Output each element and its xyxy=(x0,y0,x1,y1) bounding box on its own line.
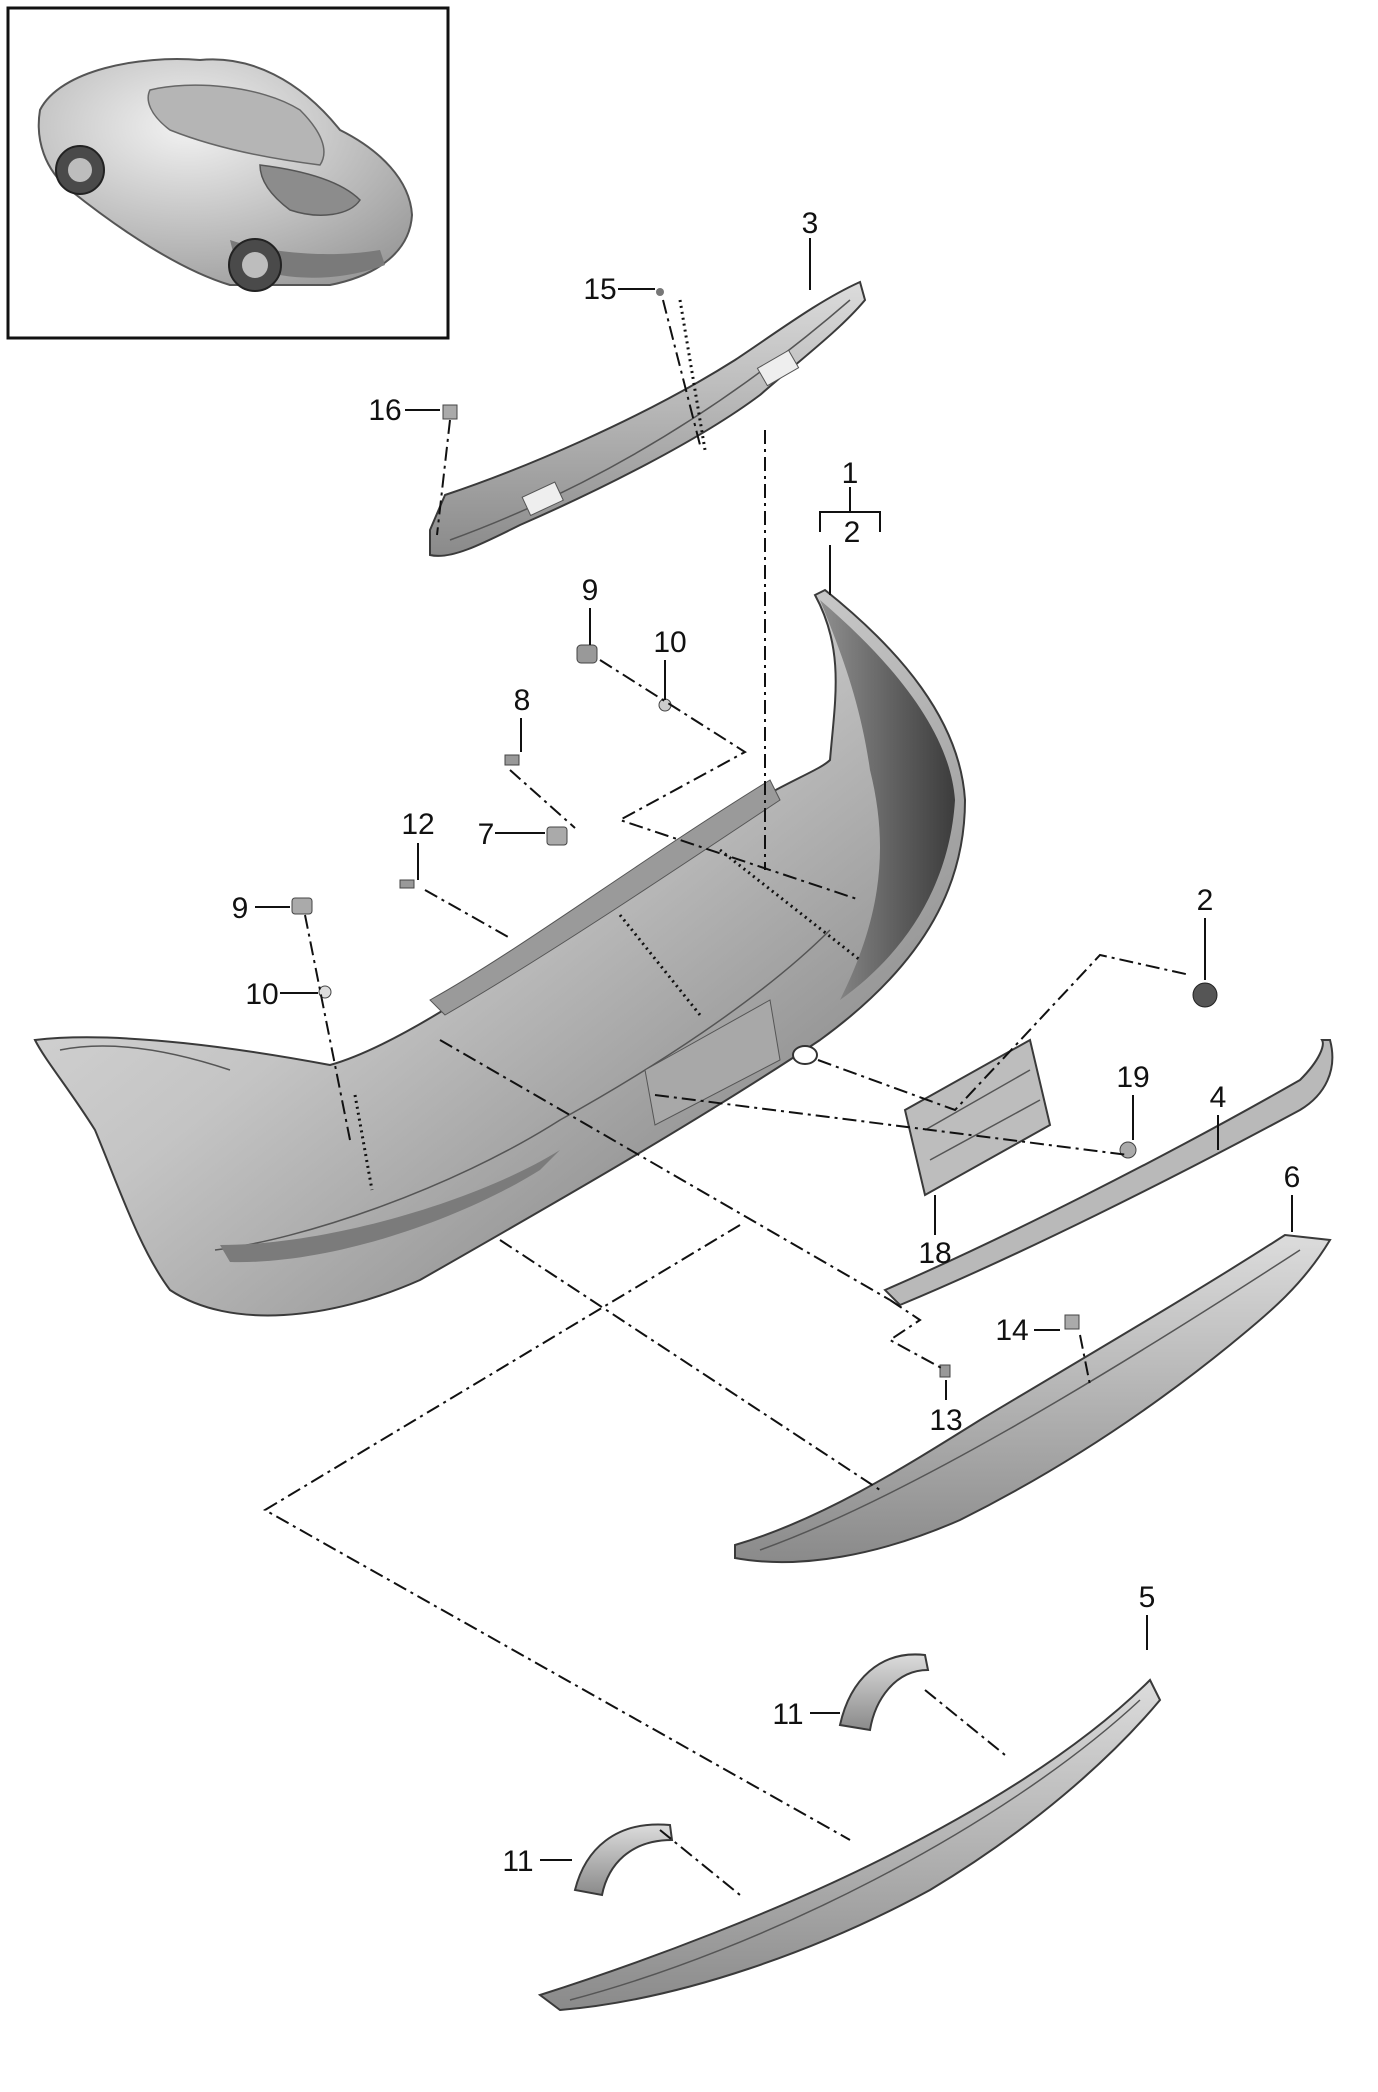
callout-13: 13 xyxy=(929,1404,962,1437)
reflector-strip xyxy=(883,1039,1334,1307)
callout-16: 16 xyxy=(368,394,401,427)
arch-liner-lower xyxy=(573,1823,674,1897)
fasteners xyxy=(291,288,1218,1378)
callout-9-left: 9 xyxy=(232,892,249,925)
callout-7: 7 xyxy=(478,818,495,851)
callout-6: 6 xyxy=(1284,1161,1301,1194)
callout-8: 8 xyxy=(514,684,531,717)
leader-lines xyxy=(255,238,1293,1861)
callout-3: 3 xyxy=(802,207,819,240)
upper-trim-panel xyxy=(429,280,867,557)
callout-5: 5 xyxy=(1139,1581,1156,1614)
rear-diffuser xyxy=(537,1678,1162,2012)
callout-10-left: 10 xyxy=(245,978,278,1011)
callout-9-top: 9 xyxy=(582,574,599,607)
callout-12: 12 xyxy=(401,808,434,841)
callout-4: 4 xyxy=(1210,1081,1227,1114)
callout-1: 1 xyxy=(842,457,859,490)
callout-labels: 3 15 16 1 2 9 10 8 7 12 9 10 2 19 4 6 18… xyxy=(232,207,1301,1878)
callout-14: 14 xyxy=(995,1314,1028,1347)
license-plate-bracket xyxy=(903,1038,1052,1197)
callout-11-upper: 11 xyxy=(772,1698,803,1731)
vehicle-thumbnail xyxy=(6,6,450,340)
lower-trim xyxy=(734,1233,1332,1564)
callout-19: 19 xyxy=(1116,1061,1149,1094)
callout-11-lower: 11 xyxy=(502,1845,533,1878)
car-rear-view-icon xyxy=(37,58,414,292)
rear-bumper-cover xyxy=(33,588,967,1317)
callout-18: 18 xyxy=(918,1237,951,1270)
callout-15: 15 xyxy=(583,273,616,306)
callout-2-side: 2 xyxy=(1197,884,1214,917)
callout-2-group: 2 xyxy=(844,516,861,549)
hidden-path-lines xyxy=(353,299,861,1191)
arch-liner-upper xyxy=(838,1653,930,1732)
assembly-lines xyxy=(263,299,1191,1896)
callout-10-top: 10 xyxy=(653,626,686,659)
